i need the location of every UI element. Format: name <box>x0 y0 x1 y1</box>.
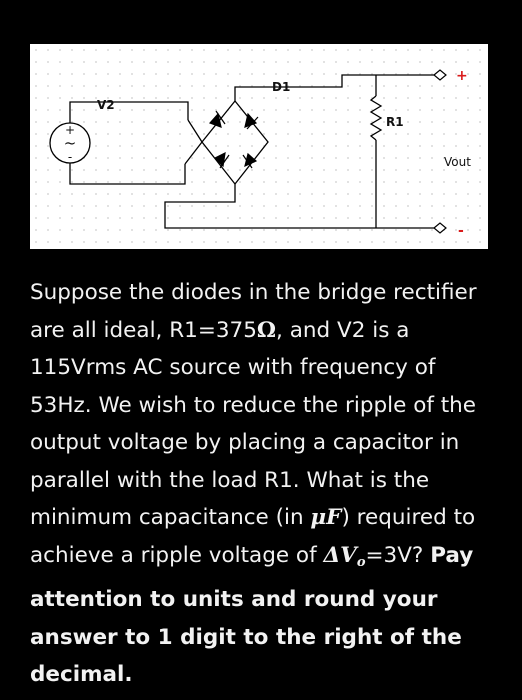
output-plus-sign: + <box>456 68 468 84</box>
bridge-diamond <box>201 99 269 186</box>
output-label: Vout <box>444 155 471 169</box>
question-line: 53Hz. We wish to reduce the ripple of th… <box>30 392 477 418</box>
output-minus-sign: - <box>458 223 464 239</box>
diode-bottom-left-icon <box>213 151 230 169</box>
circuit-diagram: + ~ - + - V2 <box>30 44 488 249</box>
question-text-part: achieve a ripple voltage of <box>30 542 324 568</box>
unit-microfarad: μF <box>310 505 342 530</box>
question-text-part: =3V? <box>365 542 431 568</box>
source-label: V2 <box>97 98 115 112</box>
wire-source-top <box>69 101 189 123</box>
question-line: 115Vrms AC source with frequency of <box>30 355 436 380</box>
question-line: parallel with the load R1. What is the <box>30 467 430 493</box>
wire-bridge-left <box>187 119 203 143</box>
bridge-label: D1 <box>272 80 290 94</box>
output-terminal-negative-icon <box>433 222 447 234</box>
delta-v-subscript: o <box>356 554 366 570</box>
question-text-part: are all ideal, R1=375 <box>30 317 257 343</box>
circuit-schematic: + ~ - + - V2 <box>49 68 471 239</box>
delta-v-symbol: ΔV <box>323 542 357 568</box>
omega-symbol: Ω <box>256 317 277 343</box>
diode-top-left-icon <box>208 110 226 128</box>
question-line: answer to 1 digit to the right of the <box>30 624 462 650</box>
question-line: output voltage by placing a capacitor in <box>30 430 460 455</box>
diode-top-right-icon <box>244 112 259 130</box>
wire-bridge-left-lower <box>184 141 203 165</box>
diode-bottom-right-icon <box>242 152 258 169</box>
resistor-label: R1 <box>386 115 404 129</box>
question-text-part: minimum capacitance (in <box>30 505 311 530</box>
question-line: decimal. <box>30 662 133 687</box>
question-line: are all ideal, R1=375Ω, and V2 is a <box>30 312 500 350</box>
wire-source-bottom <box>69 163 186 185</box>
question-line: attention to units and round your <box>30 587 438 612</box>
resistor-r1 <box>369 95 383 141</box>
output-terminal-positive-icon <box>433 69 447 81</box>
question-text-part: ) required to <box>341 505 476 530</box>
source-sine-glyph: ~ <box>64 134 77 152</box>
source-plus-sign: + <box>65 123 75 137</box>
ac-source-symbol <box>49 122 91 164</box>
question-text-part: Pay <box>430 542 474 568</box>
wire-positive-rail <box>234 74 434 101</box>
question-line: Suppose the diodes in the bridge rectifi… <box>30 280 477 305</box>
question-line: achieve a ripple voltage of ΔVo=3V? Pay <box>30 537 500 582</box>
source-minus-sign: - <box>68 150 72 164</box>
question-text-part: , and V2 is a <box>276 317 410 343</box>
question-text: Suppose the diodes in the bridge rectifi… <box>30 274 500 694</box>
wire-negative-rail <box>164 184 434 229</box>
question-line: minimum capacitance (in μF) required to <box>30 499 500 537</box>
